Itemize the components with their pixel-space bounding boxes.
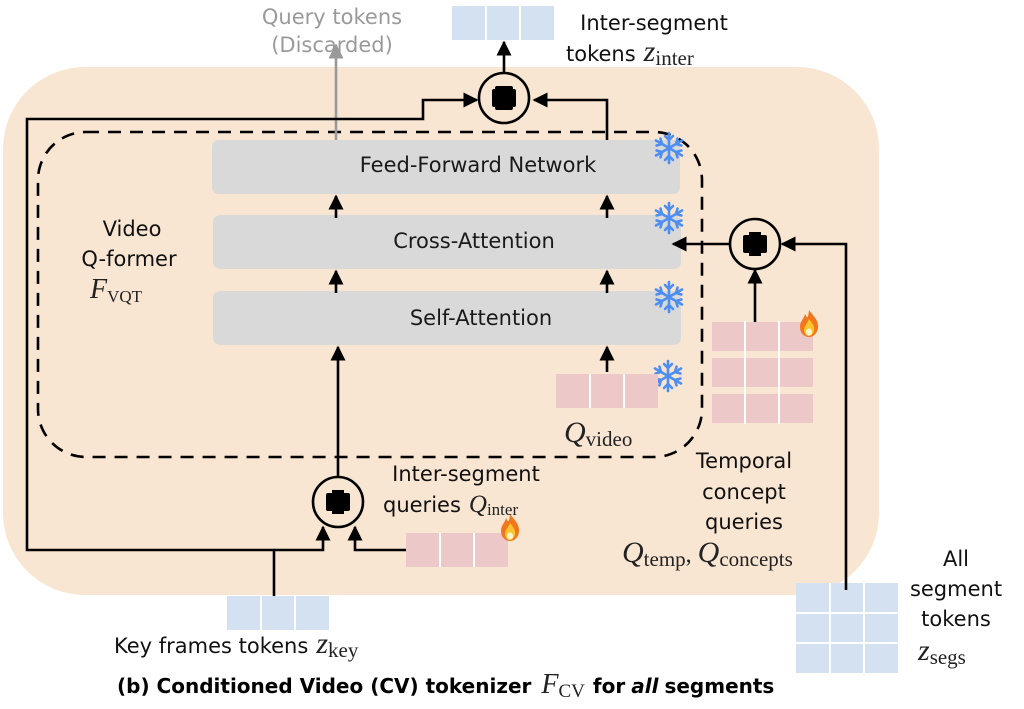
ffn-label: Feed-Forward Network bbox=[360, 153, 597, 177]
zinter-tokens bbox=[452, 6, 554, 40]
add-operator-top bbox=[477, 71, 531, 125]
key-to-plus-path bbox=[274, 525, 331, 552]
zsegs-math: zsegs bbox=[917, 634, 966, 669]
temporal-label: Temporal bbox=[695, 449, 792, 473]
inter-segment-queries-label: Inter-segment bbox=[392, 462, 540, 486]
concept-label: concept bbox=[702, 480, 786, 504]
cross-attention-label: Cross-Attention bbox=[393, 229, 555, 253]
query-tokens-label: Query tokens bbox=[262, 5, 402, 29]
temporal-concept-math: Qtemp,Qconcepts bbox=[622, 536, 793, 571]
ffn-output-path bbox=[532, 92, 609, 140]
ffn-block bbox=[212, 140, 680, 194]
query-tokens-discarded-label: (Discarded) bbox=[271, 33, 393, 57]
temporal-concept-query-tokens bbox=[712, 321, 813, 424]
qformer-boundary bbox=[36, 130, 704, 459]
add-operator-right bbox=[728, 217, 782, 271]
all-segment-tokens bbox=[796, 583, 898, 673]
qvideo-tokens bbox=[556, 374, 658, 408]
self-attention-block bbox=[213, 291, 681, 345]
cross-attention-block bbox=[213, 215, 681, 269]
qinter-to-plus-path bbox=[347, 525, 406, 552]
segment-label: segment bbox=[910, 577, 1002, 601]
qformer-label-qformer: Q-former bbox=[81, 247, 177, 271]
self-attention-label: Self-Attention bbox=[410, 306, 552, 330]
qinter-tokens bbox=[406, 533, 508, 567]
qvideo-label: Qvideo bbox=[564, 416, 632, 451]
key-frame-tokens bbox=[227, 596, 329, 630]
qformer-label-video: Video bbox=[103, 217, 162, 241]
queries-label: queries bbox=[705, 510, 783, 534]
tokens-label: tokens bbox=[921, 607, 991, 631]
add-operator-bottom bbox=[311, 475, 365, 529]
inter-segment-tokens-label: Inter-segment bbox=[580, 11, 728, 35]
all-label: All bbox=[943, 547, 969, 571]
qformer-label-math: FVQT bbox=[89, 274, 143, 306]
segs-to-plus-path bbox=[780, 236, 848, 583]
